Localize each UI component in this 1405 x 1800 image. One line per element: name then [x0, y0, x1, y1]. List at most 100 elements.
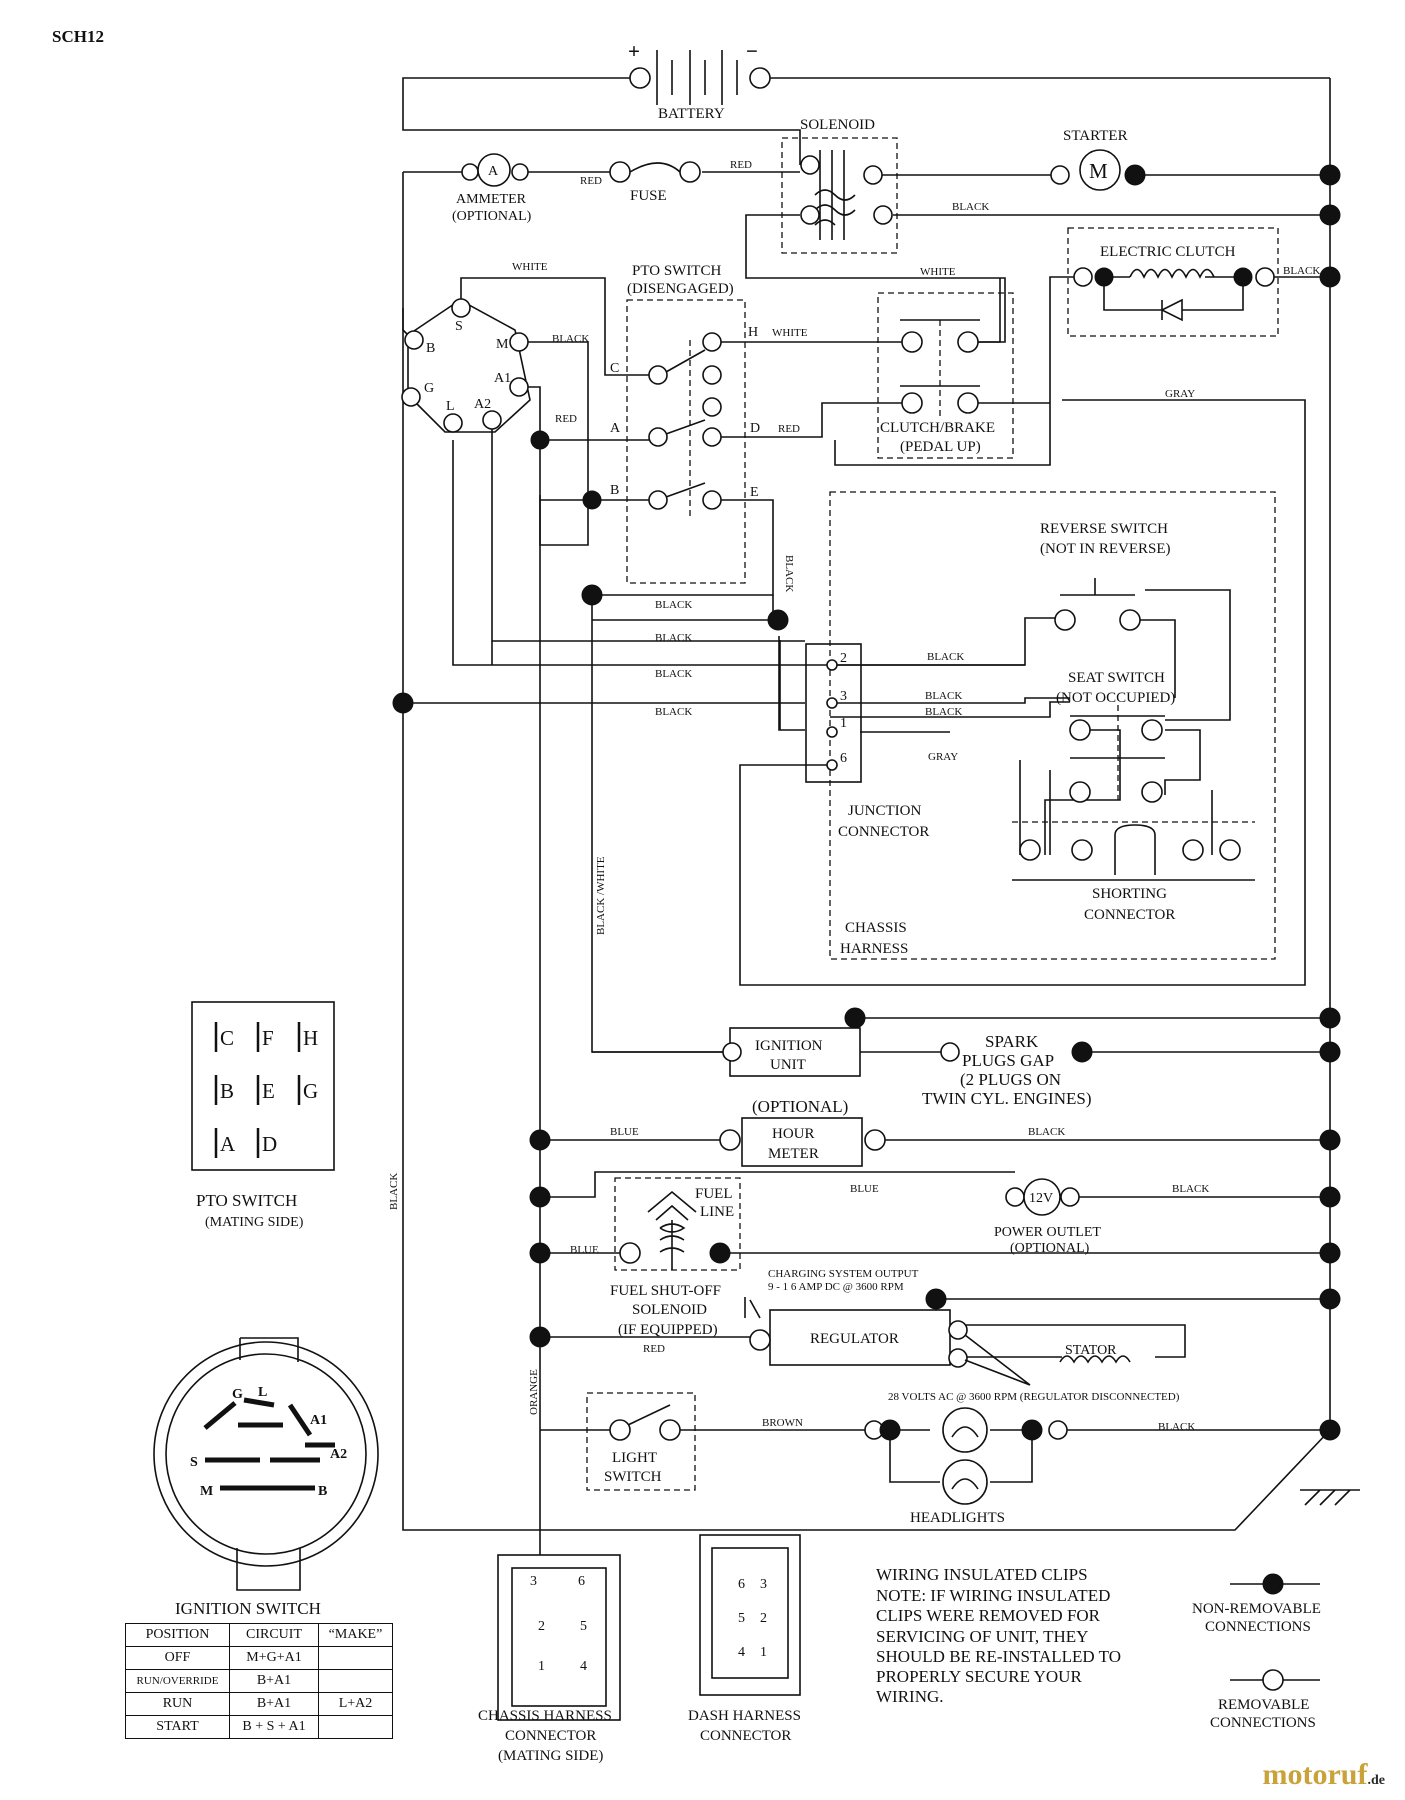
reverse-switch: REVERSE SWITCH (NOT IN REVERSE)	[1040, 521, 1171, 631]
hour-meter-l1: HOUR	[772, 1126, 815, 1142]
seat-switch-label: SEAT SWITCH	[1068, 670, 1165, 686]
wire-white-2: WHITE	[920, 266, 956, 278]
chassis-pin-1: 1	[538, 1659, 545, 1674]
wire-black-12: BLACK	[1172, 1183, 1209, 1195]
wire-black-white: BLACK /WHITE	[595, 856, 607, 935]
ignition-unit: IGNITION UNIT SPARK PLUGS GAP (2 PLUGS O…	[722, 1027, 1092, 1108]
clips-note-1: NOTE: IF WIRING INSULATED	[876, 1586, 1110, 1605]
ign-term-s: S	[455, 319, 463, 334]
fuse-label: FUSE	[630, 188, 667, 204]
clutch-brake-sub: (PEDAL UP)	[900, 439, 981, 455]
starter-symbol: M	[1089, 159, 1108, 183]
reverse-switch-sub: (NOT IN REVERSE)	[1040, 541, 1171, 557]
legend: NON-REMOVABLE CONNECTIONS REMOVABLE CONN…	[1192, 1573, 1321, 1731]
wire-black-5: BLACK	[655, 632, 692, 644]
ground-symbol	[1300, 1489, 1360, 1506]
pto-mating-l1: PTO SWITCH	[196, 1191, 297, 1210]
pto-term-b: B	[610, 483, 619, 498]
wire-red-5: RED	[643, 1343, 665, 1355]
wire-blue-1: BLUE	[610, 1126, 639, 1138]
pto-term-a: A	[610, 421, 621, 436]
wire-brown: BROWN	[762, 1417, 803, 1429]
fuel-sol-l3: (IF EQUIPPED)	[618, 1322, 718, 1338]
spark-l4: TWIN CYL. ENGINES)	[922, 1089, 1092, 1108]
spark-l2: PLUGS GAP	[962, 1051, 1054, 1070]
wiring-lines	[402, 77, 1331, 1590]
pto-mating-a: A	[220, 1132, 236, 1156]
wire-black-6: BLACK	[655, 668, 692, 680]
power-outlet-l2: (OPTIONAL)	[1010, 1241, 1090, 1256]
regulator-label: REGULATOR	[810, 1331, 899, 1347]
ign-col-make: “MAKE”	[318, 1623, 393, 1647]
diagram-code: SCH12	[52, 27, 104, 46]
ignition-switch-terminals: B S M A1 G L A2	[401, 298, 531, 433]
clips-note-4: SHOULD BE RE-INSTALLED TO	[876, 1647, 1121, 1666]
ign-col-circuit: CIRCUIT	[229, 1623, 319, 1647]
electric-clutch-label: ELECTRIC CLUTCH	[1100, 244, 1236, 260]
fuel-line-l1: FUEL	[695, 1186, 733, 1202]
ign-face-l: L	[258, 1385, 267, 1400]
electric-clutch: ELECTRIC CLUTCH	[1067, 227, 1279, 337]
legend-removable-2: CONNECTIONS	[1210, 1715, 1316, 1731]
headlights: HEADLIGHTS	[864, 1407, 1068, 1526]
ign-face-g: G	[232, 1387, 243, 1402]
junction-pin-3: 3	[840, 689, 847, 704]
ign-term-a1: A1	[494, 371, 511, 386]
regulator: CHARGING SYSTEM OUTPUT 9 - 1 6 AMP DC @ …	[749, 1268, 1180, 1403]
dash-harness-connector: 6 3 5 2 4 1 DASH HARNESS CONNECTOR	[688, 1534, 801, 1744]
wire-black-10: BLACK	[925, 706, 962, 718]
fuel-shutoff-solenoid: FUEL LINE FUEL SHUT-OFF SOLENOID (IF EQU…	[610, 1177, 741, 1338]
chassis-conn-l3: (MATING SIDE)	[498, 1748, 603, 1764]
pto-mating-g: G	[303, 1079, 318, 1103]
wire-orange: ORANGE	[528, 1369, 540, 1415]
dash-pin-2: 2	[760, 1611, 767, 1626]
wire-black-9: BLACK	[925, 690, 962, 702]
charging-l2: 9 - 1 6 AMP DC @ 3600 RPM	[768, 1281, 904, 1293]
spark-l3: (2 PLUGS ON	[960, 1070, 1061, 1089]
ign-term-l: L	[446, 399, 455, 414]
hour-meter-l2: METER	[768, 1146, 819, 1162]
wire-black-13: BLACK	[1158, 1421, 1195, 1433]
wire-red-2: RED	[730, 159, 752, 171]
wire-red-1: RED	[580, 175, 602, 187]
ign-face-b: B	[318, 1484, 327, 1499]
pto-term-c: C	[610, 361, 619, 376]
wire-black-11: BLACK	[1028, 1126, 1065, 1138]
ammeter-symbol: A	[488, 164, 499, 179]
pto-mating-d: D	[262, 1132, 277, 1156]
table-row: START B + S + A1	[125, 1715, 393, 1739]
dash-pin-6: 6	[738, 1577, 745, 1592]
ign-row-make: L+A2	[318, 1692, 393, 1716]
wire-black-8: BLACK	[927, 651, 964, 663]
wire-black-1: BLACK	[952, 201, 989, 213]
hour-meter-opt: (OPTIONAL)	[752, 1097, 848, 1116]
starter-label: STARTER	[1063, 128, 1128, 144]
starter: M STARTER	[1050, 128, 1128, 191]
chassis-conn-l2: CONNECTOR	[505, 1728, 596, 1744]
wire-black-15: BLACK	[783, 555, 795, 592]
ign-row-position: RUN	[125, 1692, 230, 1716]
seat-switch-sub: (NOT OCCUPIED)	[1056, 690, 1175, 706]
shorting-connector: SHORTING CONNECTOR	[1012, 821, 1255, 923]
pto-mating-l2: (MATING SIDE)	[205, 1215, 304, 1230]
solenoid: SOLENOID	[781, 117, 898, 254]
junction-pin-2: 2	[840, 651, 847, 666]
clips-note-6: WIRING.	[876, 1687, 944, 1706]
brand-logo[interactable]: motoruf.de	[1263, 1758, 1385, 1792]
pto-mating-e: E	[262, 1079, 275, 1103]
table-row: RUN/OVERRIDE B+A1	[125, 1669, 393, 1693]
ign-row-position: OFF	[125, 1646, 230, 1670]
ignition-unit-l2: UNIT	[770, 1057, 806, 1073]
dash-conn-l2: CONNECTOR	[700, 1728, 791, 1744]
chassis-pin-3: 3	[530, 1574, 537, 1589]
ign-term-a2: A2	[474, 397, 491, 412]
pto-mating-side: C F H B E G A D PTO SWITCH (MATING SIDE)	[191, 1001, 335, 1230]
chassis-conn-l1: CHASSIS HARNESS	[478, 1708, 612, 1724]
pto-term-d: D	[750, 421, 760, 436]
pto-mating-f: F	[262, 1026, 274, 1050]
ign-face-a1: A1	[310, 1413, 327, 1428]
ignition-table-header: POSITION CIRCUIT “MAKE”	[125, 1623, 393, 1647]
chassis-harness-l1: CHASSIS	[845, 920, 907, 936]
wire-blue-3: BLUE	[570, 1244, 599, 1256]
chassis-harness-connector: 3 6 2 5 1 4 CHASSIS HARNESS CONNECTOR (M…	[478, 1554, 621, 1764]
